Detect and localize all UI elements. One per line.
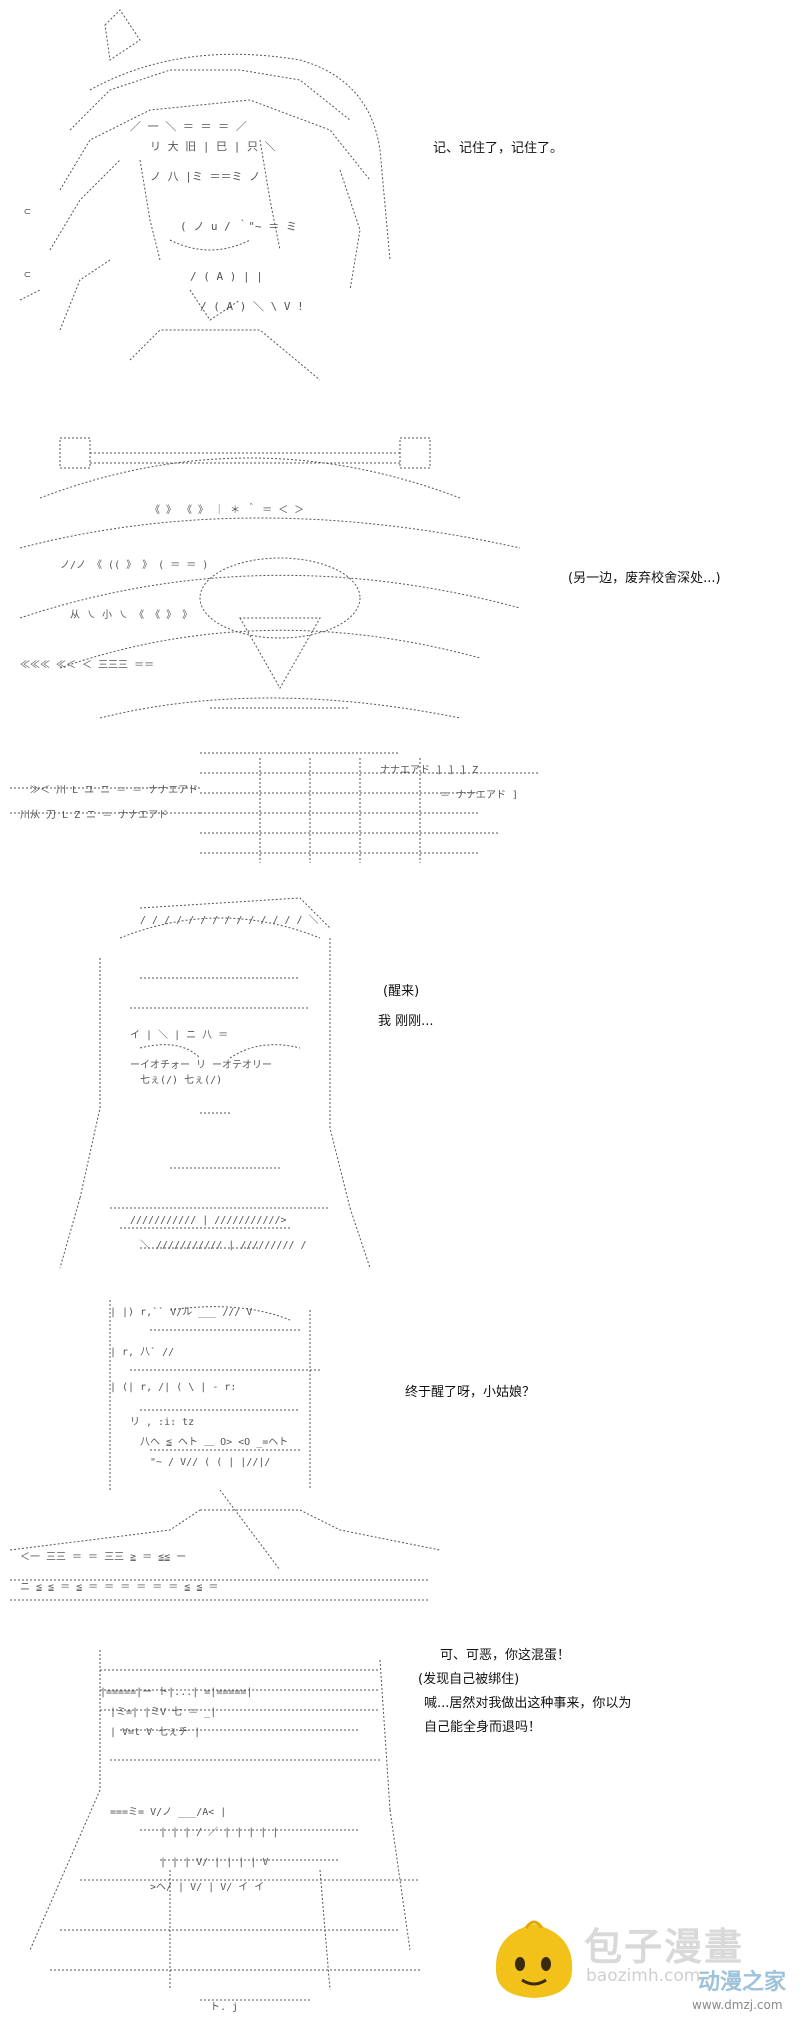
panel-5-caption-action: (发现自己被绑住) bbox=[418, 1672, 520, 1687]
panel-5-caption-line-2: 自己能全身而退吗！ bbox=[424, 1720, 542, 1735]
panel-1-caption: 记、记住了，记住了。 bbox=[433, 141, 564, 156]
panel-5-caption-line-1: 喊...居然对我做出这种事来，你以为 bbox=[424, 1696, 632, 1711]
svg-text:＜一 三三 ＝ ＝ 三三 ≧ ＝ ≦≦ ー: ＜一 三三 ＝ ＝ 三三 ≧ ＝ ≦≦ ー bbox=[20, 1552, 186, 1563]
svg-text:===ミ= V/ノ ___/A< |: ===ミ= V/ノ ___/A< | bbox=[110, 1807, 226, 1818]
svg-text:ニ ≦ ≦ ＝ ≦ ＝ ＝ ＝ ＝ ＝ ＝ ≦ ≦ ＝: ニ ≦ ≦ ＝ ≦ ＝ ＝ ＝ ＝ ＝ ＝ ≦ ≦ ＝ bbox=[20, 1582, 218, 1593]
panel-4-caption: 终于醒了呀，小姑娘？ bbox=[405, 1385, 536, 1400]
svg-text:| | | V/ | | | | V: | | | V/ | | | | V bbox=[160, 1857, 268, 1868]
svg-text:| r, 八` //: | r, 八` // bbox=[110, 1346, 174, 1358]
svg-text:ーイオチォー リ ーオテオリー: ーイオチォー リ ーオテオリー bbox=[130, 1059, 272, 1071]
panel-4: | |) r,`` V/ル ___ /// V | r, 八` // | (| … bbox=[0, 1290, 800, 1620]
svg-text:/ ( A ) | |: / ( A ) | | bbox=[190, 270, 263, 283]
svg-text:| | | / ／ | | | | |: | | | / ／ | | | | | bbox=[160, 1826, 278, 1838]
watermark-url: baozimh.com bbox=[586, 1966, 701, 1986]
panel-3-caption-wake: (醒来) bbox=[383, 984, 420, 999]
svg-text://///////// | ///////////>: /////////// | ///////////> bbox=[130, 1215, 287, 1226]
svg-text:| (| r, /| ( \ | - r:: | (| r, /| ( \ | - r: bbox=[110, 1382, 236, 1393]
ascii-art-smirking-figure: | |) r,`` V/ル ___ /// V | r, 八` // | (| … bbox=[9, 1300, 441, 1601]
panel-3-caption-speech: 我 刚刚... bbox=[378, 1014, 434, 1029]
svg-text:>ヘ/ | V/ | V/ イ イ: >ヘ/ | V/ | V/ イ イ bbox=[150, 1882, 264, 1893]
svg-text:≫＜ 川 L ユ ニ ＝ ＝ ナナエアド: ≫＜ 川 L ユ ニ ＝ ＝ ナナエアド bbox=[30, 784, 198, 796]
svg-text:ノ 八 |ミ ＝＝ミ ノ: ノ 八 |ミ ＝＝ミ ノ bbox=[150, 170, 260, 183]
svg-text:/ / / / / / / / / / / / / / ＼: / / / / / / / / / / / / / / ＼ bbox=[140, 914, 319, 926]
panel-5-caption-shout: 可、可恶，你这混蛋！ bbox=[440, 1648, 571, 1663]
panel-5-captions: 可、可恶，你这混蛋！ (发现自己被绑住) 喊...居然对我做出这种事来，你以为 … bbox=[418, 1644, 631, 1740]
panel-2: 《 》 《 》 ｜ ＊ ＾ ＝ ＜ ＞ ノ/ノ 《 (( 》 》 ( ＝ ＝ )… bbox=[0, 418, 800, 868]
svg-text:七ぇ(/) 七ぇ(/): 七ぇ(/) 七ぇ(/) bbox=[140, 1074, 222, 1086]
svg-text:|ミ=| |ミV 七 ＝ _|: |ミ=| |ミV 七 ＝ _| bbox=[110, 1706, 216, 1718]
svg-text:＝ ナナエアド ]: ＝ ナナエアド ] bbox=[440, 789, 518, 801]
svg-text:"~ / V// ( ( | |//|/: "~ / V// ( ( | |//|/ bbox=[150, 1457, 270, 1468]
svg-text:| V=t V 七ぇチ |: | V=t V 七ぇチ | bbox=[110, 1726, 200, 1738]
svg-text:ナナエアド ] ] ] Z: ナナエアド ] ] ] Z bbox=[380, 764, 478, 776]
svg-text:リ , :i: tz: リ , :i: tz bbox=[130, 1417, 194, 1428]
svg-text:＼ /////////// | ///////// /: ＼ /////////// | ///////// / bbox=[140, 1239, 307, 1251]
svg-text:≪≪≪ ≪＜ ＜ 三三三 ＝＝: ≪≪≪ ≪＜ ＜ 三三三 ＝＝ bbox=[20, 660, 154, 671]
watermark: 包子漫畫 baozimh.com 动漫之家 www.dmzj.com bbox=[486, 1906, 798, 2034]
panel-2-caption: (另一边，废弃校舍深处...) bbox=[568, 571, 721, 586]
svg-text:ノ/ノ 《 (( 》 》 ( ＝ ＝ ): ノ/ノ 《 (( 》 》 ( ＝ ＝ ) bbox=[60, 559, 208, 571]
svg-text:ト. j: ト. j bbox=[210, 2002, 238, 2013]
ascii-art-bound-girl: |=====|ー ト|...| =|=====| |ミ=| |ミV 七 ＝ _|… bbox=[29, 1650, 420, 2013]
bun-logo-icon bbox=[495, 1920, 573, 1998]
svg-text:《 》 《 》 ｜ ＊ ＾ ＝ ＜ ＞: 《 》 《 》 ｜ ＊ ＾ ＝ ＜ ＞ bbox=[150, 502, 304, 516]
watermark-sub-url: www.dmzj.com bbox=[692, 1998, 783, 2012]
ascii-art-ritual-scene: 《 》 《 》 ｜ ＊ ＾ ＝ ＜ ＞ ノ/ノ 《 (( 》 》 ( ＝ ＝ )… bbox=[10, 437, 540, 863]
svg-text:川从 刀 L Z ニ ＝ ナナエアド: 川从 刀 L Z ニ ＝ ナナエアド bbox=[20, 809, 168, 821]
svg-text:|=====|ー ト|...| =|=====|: |=====|ー ト|...| =|=====| bbox=[100, 1687, 252, 1698]
svg-text:从 ㇏ 小 ㇏ 《 《 》 》: 从 ㇏ 小 ㇏ 《 《 》 》 bbox=[70, 609, 192, 621]
watermark-sub-brand: 动漫之家 bbox=[698, 1970, 787, 1995]
svg-text:⊂: ⊂ bbox=[24, 268, 31, 281]
panel-1: ／ 一 ＼ ＝ ＝ ＝ ／ リ 大 旧 | 巳 | 只 ＼ ノ 八 |ミ ＝＝ミ… bbox=[0, 0, 800, 400]
panel-5: |=====|ー ト|...| =|=====| |ミ=| |ミV 七 ＝ _|… bbox=[0, 1630, 800, 2041]
svg-text:⊂: ⊂ bbox=[24, 205, 31, 218]
svg-text:イ | ＼ | ニ 八 ＝: イ | ＼ | ニ 八 ＝ bbox=[130, 1029, 228, 1041]
svg-text:( ノ u / ｀"~ ＝ ミ: ( ノ u / ｀"~ ＝ ミ bbox=[180, 218, 297, 233]
svg-text:八ヘ ≦ ヘト ＿ O> <O _=ヘト: 八ヘ ≦ ヘト ＿ O> <O _=ヘト bbox=[140, 1437, 288, 1448]
ascii-art-girl-1: ／ 一 ＼ ＝ ＝ ＝ ／ リ 大 旧 | 巳 | 只 ＼ ノ 八 |ミ ＝＝ミ… bbox=[19, 9, 391, 381]
svg-text:/ ( A ) ＼ \ V !: / ( A ) ＼ \ V ! bbox=[200, 300, 304, 313]
svg-text:| |) r,`` V/ル ___ /// V: | |) r,`` V/ル ___ /// V bbox=[110, 1306, 252, 1318]
watermark-brand: 包子漫畫 bbox=[584, 1925, 745, 1969]
svg-text:／ 一 ＼ ＝ ＝ ＝ ／: ／ 一 ＼ ＝ ＝ ＝ ／ bbox=[130, 120, 247, 133]
ascii-art-girl-waking: / / / / / / / / / / / / / / ＼ イ | ＼ | ニ … bbox=[59, 897, 371, 1269]
panel-3: / / / / / / / / / / / / / / ＼ イ | ＼ | ニ … bbox=[0, 878, 800, 1280]
svg-text:リ 大 旧 | 巳 | 只 ＼: リ 大 旧 | 巳 | 只 ＼ bbox=[150, 139, 276, 153]
